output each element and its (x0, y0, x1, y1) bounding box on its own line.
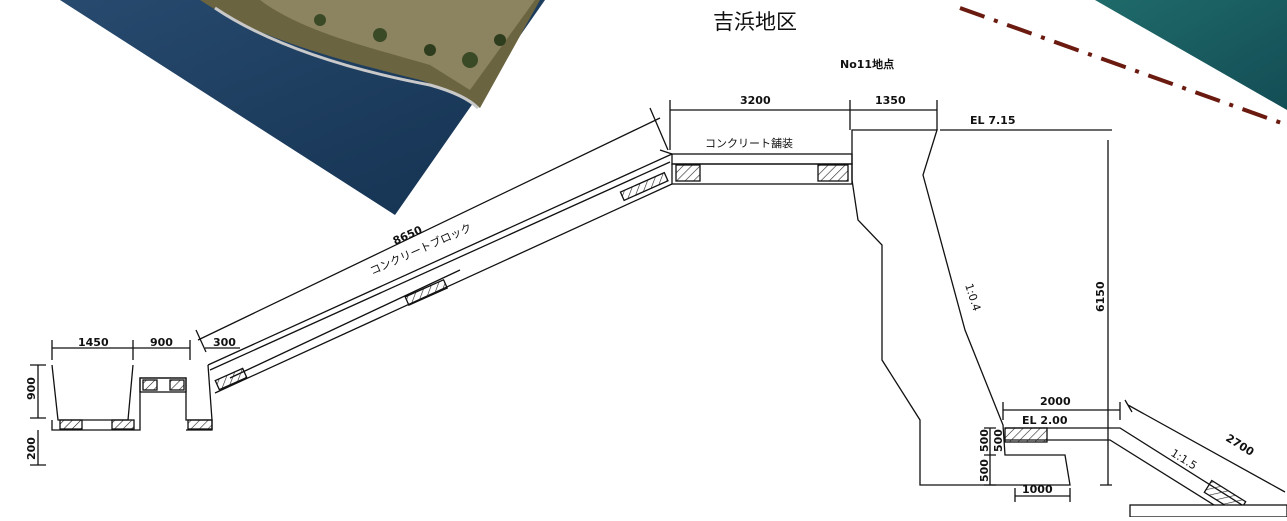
dim-2000: 2000 (1040, 395, 1071, 408)
dim-1000: 1000 (1022, 483, 1053, 496)
page-title: 吉浜地区 (713, 10, 797, 34)
pavement-slab (671, 153, 853, 165)
dim-200: 200 (25, 437, 38, 460)
dim-1450: 1450 (78, 336, 109, 349)
aerial-photo-left (60, 0, 545, 215)
dim-1350: 1350 (875, 94, 906, 107)
boundary-dashed-line (959, 6, 1287, 127)
aerial-photo-right (1095, 0, 1287, 110)
label-el-top: EL 7.15 (970, 114, 1016, 127)
seawall-body (851, 129, 1071, 486)
point-label: No11地点 (840, 57, 894, 71)
dim-300: 300 (213, 336, 236, 349)
dim-500-b: 500 (992, 429, 1005, 452)
dim-500-c: 500 (978, 459, 991, 482)
slope-revetment (207, 153, 673, 394)
dim-2700: 2700 (1223, 432, 1256, 459)
dim-6150: 6150 (1094, 281, 1107, 312)
label-concrete-pavement: コンクリート舗装 (705, 136, 793, 150)
dim-3200: 3200 (740, 94, 771, 107)
dim-900-horizontal: 900 (150, 336, 173, 349)
label-slope-wall: 1:0.4 (962, 282, 983, 313)
label-el-bottom: EL 2.00 (1022, 414, 1068, 427)
dim-500-a: 500 (978, 429, 991, 452)
dim-900-vertical: 900 (25, 377, 38, 400)
